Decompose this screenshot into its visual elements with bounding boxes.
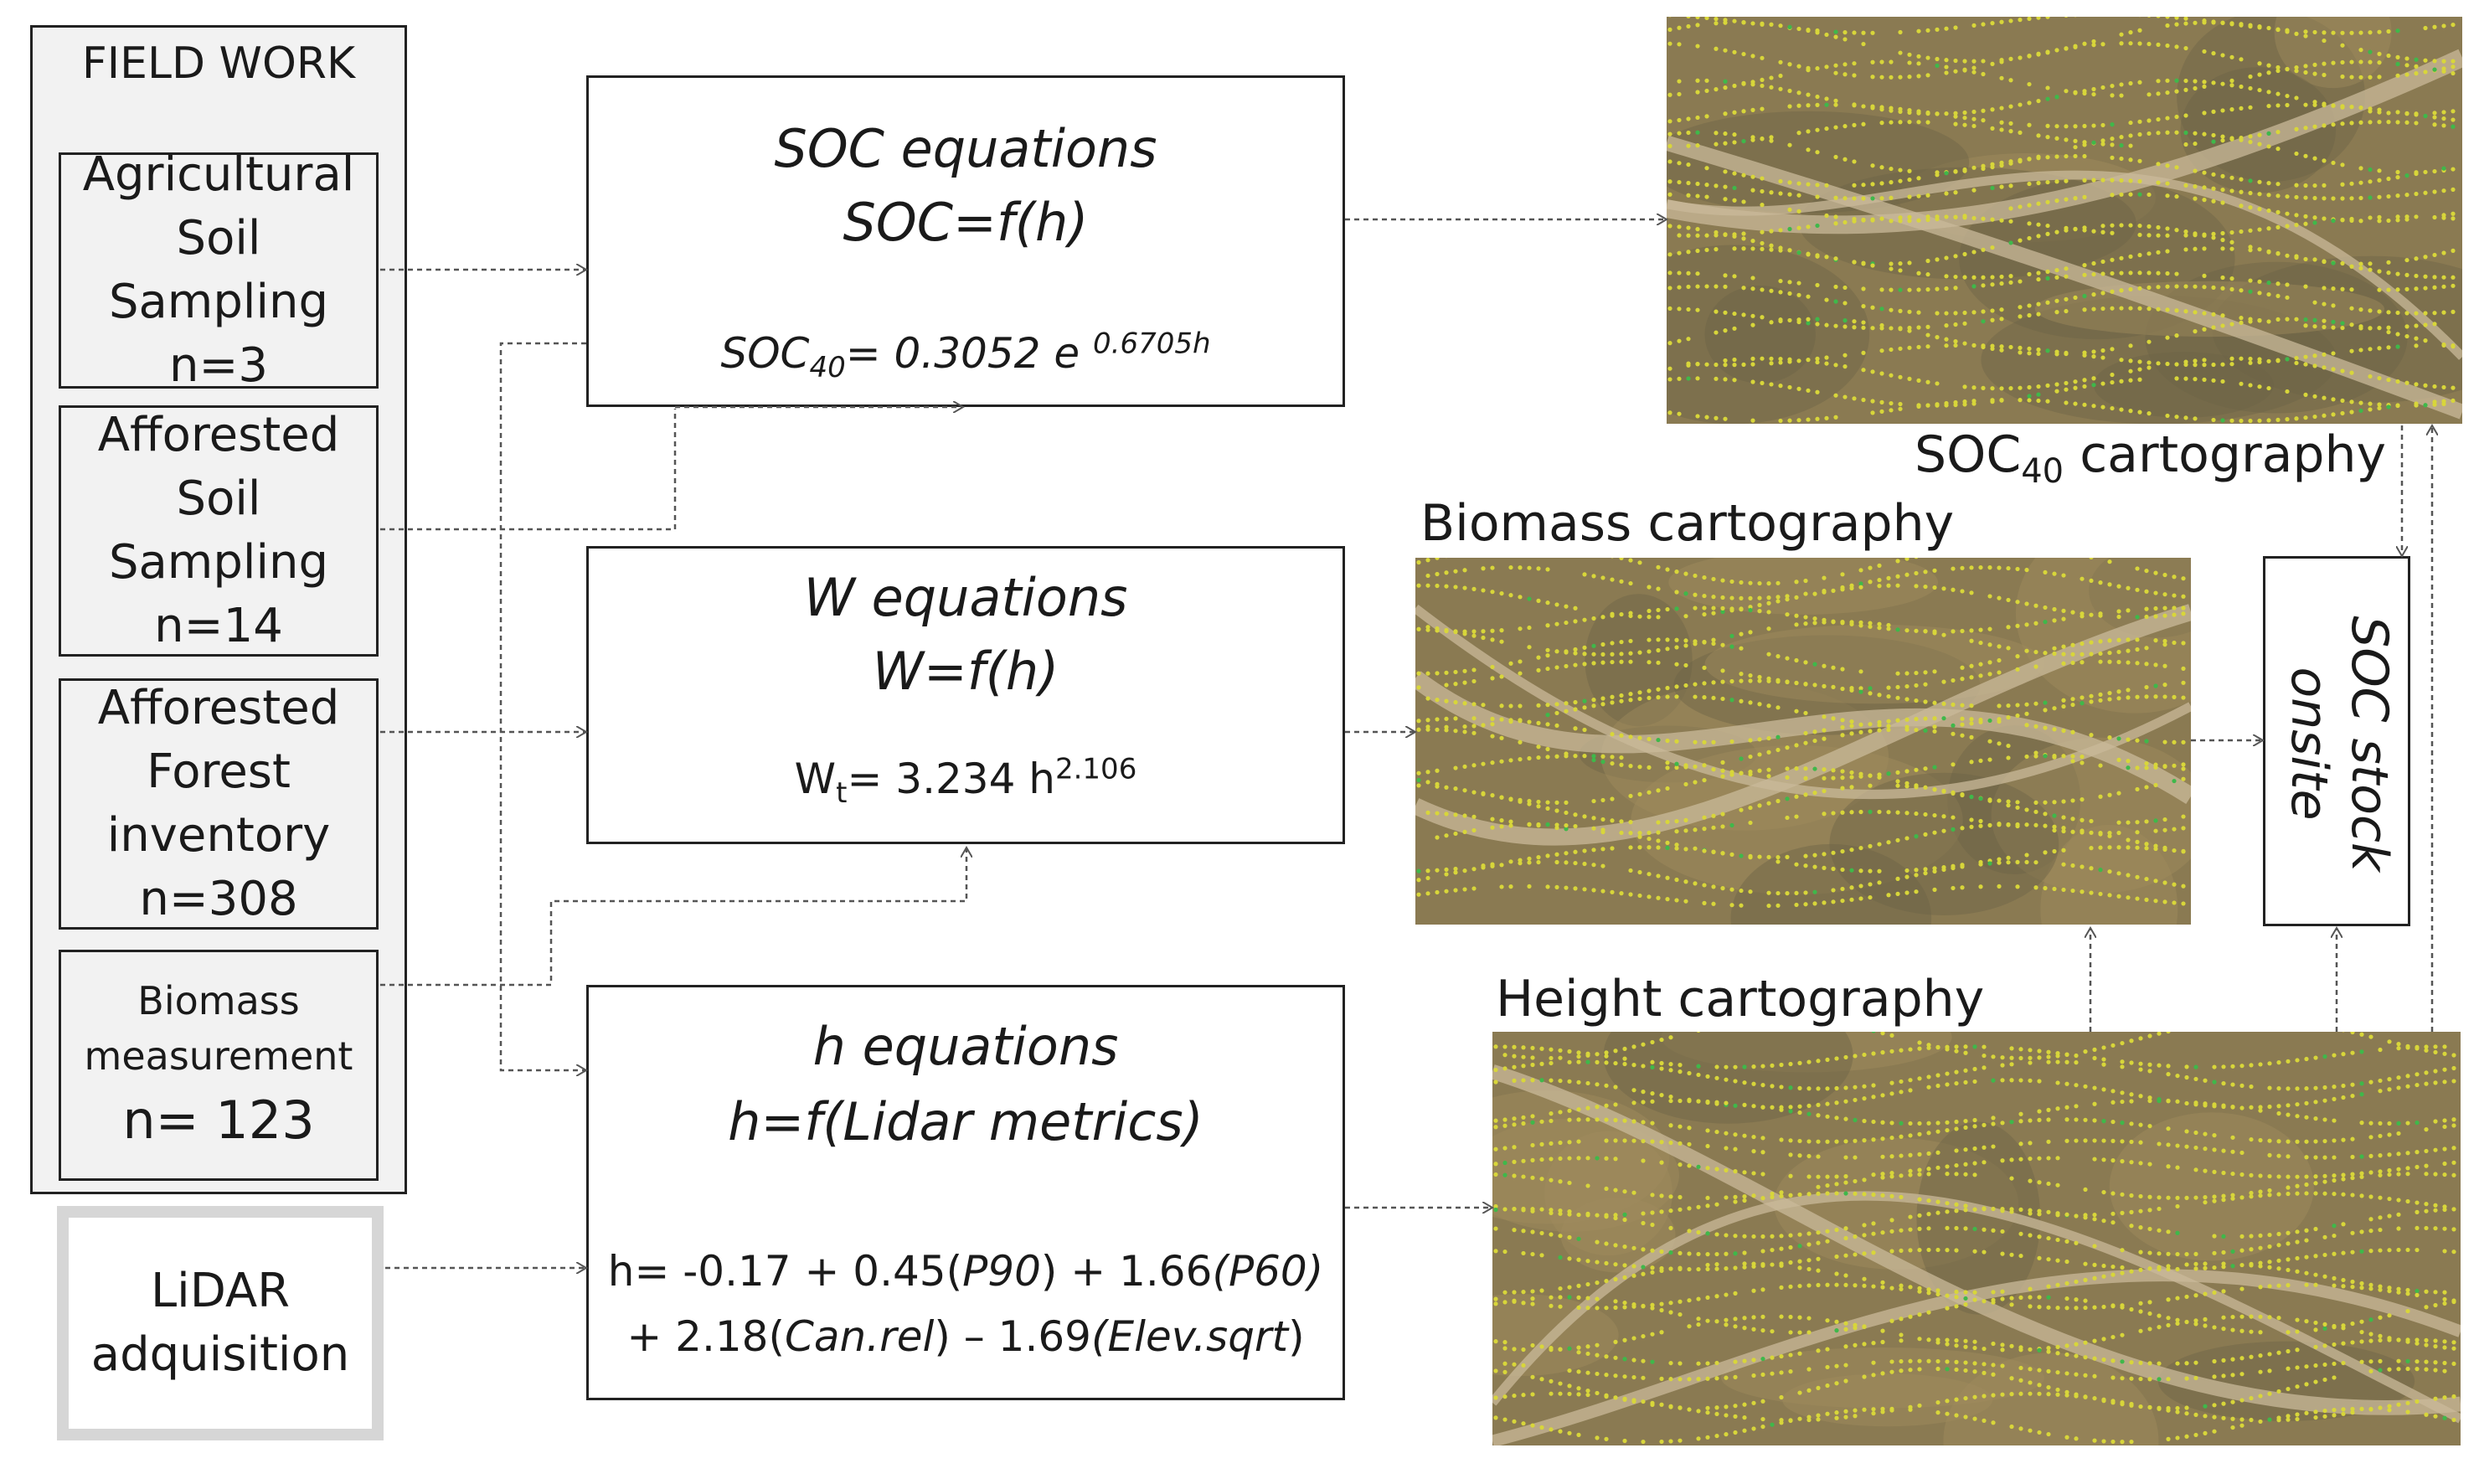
biomass-to-w-arrow — [380, 848, 966, 987]
afforested-soil-line: Sampling — [108, 535, 329, 590]
h-function-title: h=f(Lidar metrics) — [728, 1091, 1203, 1152]
w-equations-title: W equations — [803, 567, 1128, 628]
biomass-cartography-caption: Biomass cartography — [1420, 494, 1955, 553]
agricultural-soil-sampling-box: Agricultural Soil Sampling n=3 — [59, 147, 379, 393]
h-formula-part: ) – 1.69 — [934, 1312, 1091, 1361]
w-formula-sub: t — [836, 776, 848, 810]
w-equations-box: W equations W=f(h) Wt= 3.234 h2.106 — [586, 546, 1345, 844]
afforested-soil-count: n=14 — [154, 599, 283, 653]
afforested-forest-line: Forest — [147, 745, 291, 799]
afforested-soil-line: Afforested — [97, 408, 340, 462]
h-to-soc-and-h-loop — [499, 342, 586, 1070]
h-formula-part: ) — [1288, 1312, 1305, 1361]
agricultural-count: n=3 — [168, 338, 269, 393]
lidar-line: LiDAR — [150, 1264, 291, 1318]
soc-stock-onsite-box: SOC stock onsite — [2263, 556, 2410, 926]
lidar-adquisition-box: LiDAR adquisition — [57, 1206, 384, 1440]
h-formula-part: + 2.18( — [626, 1312, 785, 1361]
biomass-line: measurement — [84, 1033, 353, 1079]
h-equations-box: h equations h=f(Lidar metrics) h= -0.17 … — [586, 985, 1345, 1400]
h-formula-var: P90 — [962, 1247, 1041, 1296]
h-formula-part: ) + 1.66 — [1040, 1247, 1213, 1296]
soc-formula-lhs: SOC — [720, 329, 810, 378]
soc-function-title: SOC=f(h) — [843, 192, 1089, 253]
agricultural-line: Sampling — [108, 275, 329, 329]
afforested-forest-count: n=308 — [139, 872, 298, 926]
w-formula: Wt= 3.234 h2.106 — [589, 746, 1343, 812]
biomass-line: Biomass — [137, 978, 300, 1023]
h-formula-line-2: + 2.18(Can.rel) – 1.69(Elev.sqrt) — [589, 1304, 1343, 1369]
afforested-forest-line: inventory — [106, 808, 331, 863]
afforested-soil-line: Soil — [176, 471, 261, 526]
soc40-cartography-caption: SOC40 cartography — [1915, 425, 2386, 488]
afforested-forest-line: Afforested — [97, 681, 340, 735]
soc-formula-exp: 0.6705h — [1093, 327, 1211, 361]
biomass-count: n= 123 — [122, 1090, 315, 1151]
afforested-soil-sampling-box: Afforested Soil Sampling n=14 — [59, 405, 379, 657]
caption-part: cartography — [2064, 425, 2386, 484]
h-formula-var: (P60) — [1212, 1247, 1324, 1296]
soc-equations-box: SOC equations SOC=f(h) SOC40= 0.3052 e 0… — [586, 75, 1345, 407]
height-cartography-caption: Height cartography — [1496, 970, 1985, 1028]
afforested-forest-inventory-box: Afforested Forest inventory n=308 — [59, 678, 379, 930]
soc-cartography-map — [1667, 17, 2462, 424]
caption-part: SOC — [1915, 425, 2022, 484]
biomass-measurement-box: Biomass measurement n= 123 — [59, 950, 379, 1181]
w-formula-exp: 2.106 — [1054, 752, 1137, 786]
lidar-line: adquisition — [90, 1327, 350, 1382]
soc-equations-title: SOC equations — [774, 118, 1157, 179]
soc-formula-sub: 40 — [809, 351, 846, 384]
h-formula-part: h= -0.17 + 0.45( — [607, 1247, 963, 1296]
agricultural-line: Soil — [176, 211, 261, 265]
w-formula-rhs: = 3.234 h — [847, 755, 1055, 803]
caption-sub: 40 — [2021, 452, 2064, 491]
w-formula-lhs: W — [794, 755, 837, 803]
h-formula-var: Can.rel — [785, 1312, 935, 1361]
w-function-title: W=f(h) — [872, 641, 1059, 702]
biomass-cartography-map — [1415, 558, 2191, 925]
soc-formula-rhs: = 0.3052 e — [845, 329, 1094, 378]
h-equations-title: h equations — [812, 1016, 1119, 1077]
h-formula-var: (Elev.sqrt — [1090, 1312, 1289, 1361]
field-work-title: FIELD WORK — [81, 39, 356, 89]
soc-formula: SOC40= 0.3052 e 0.6705h — [589, 321, 1343, 386]
h-formula-line-1: h= -0.17 + 0.45(P90) + 1.66(P60) — [589, 1239, 1343, 1304]
agricultural-line: Agricultural — [82, 147, 355, 202]
height-cartography-map — [1492, 1032, 2461, 1445]
afforested-soil-to-soc-arrow — [380, 407, 963, 531]
